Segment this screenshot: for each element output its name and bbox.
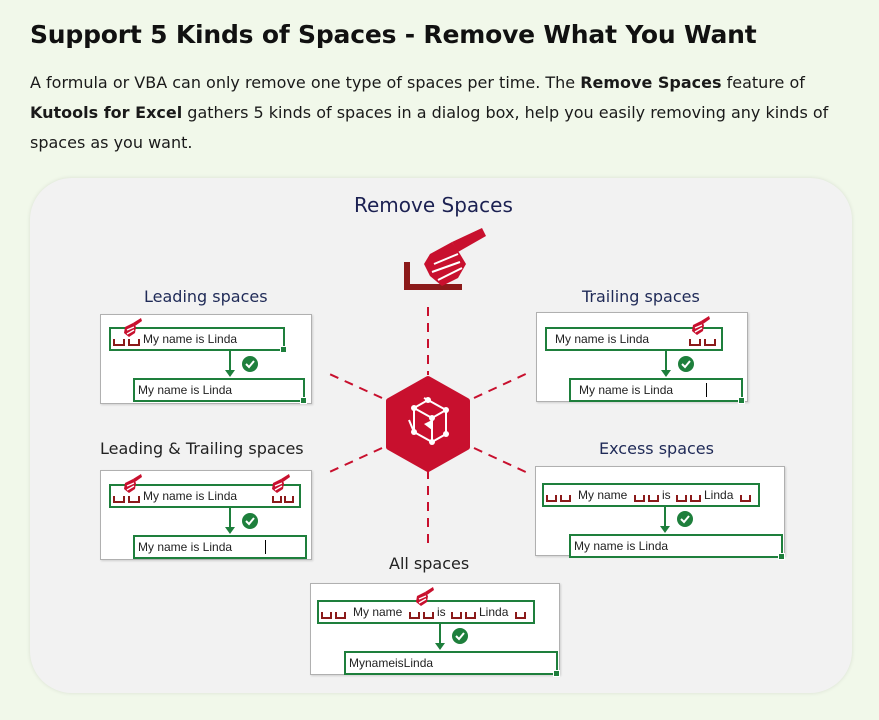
leading-trailing-spaces-label: Leading & Trailing spaces [100, 439, 304, 458]
excess-after-cell: My name is Linda [569, 534, 785, 560]
trailing-arrow-head [661, 370, 671, 377]
all-word-2: is [437, 605, 446, 619]
broom-icon [416, 587, 434, 606]
all-arrow-head [435, 643, 445, 650]
space-marker-icon [515, 612, 526, 619]
eraser-broom-icon [404, 228, 486, 290]
space-marker-icon [409, 612, 434, 619]
leading-spaces-label: Leading spaces [144, 287, 268, 306]
all-spaces-label: All spaces [389, 554, 470, 573]
connector-lower-left [324, 447, 383, 475]
space-marker-icon [689, 339, 716, 346]
leading-trailing-spaces-card: My name is Linda My name is Linda [100, 470, 312, 560]
all-word-1: My name [353, 605, 403, 619]
excess-after-text: My name is Linda [574, 539, 669, 553]
connector-lower-right [473, 447, 531, 475]
all-after-text: MynameisLinda [349, 656, 434, 670]
intro-text-2: feature of [721, 73, 805, 92]
check-icon [678, 356, 694, 372]
check-icon [242, 513, 258, 529]
space-marker-icon [321, 612, 346, 619]
excess-before-cell: My name is Linda [542, 483, 760, 507]
diagram-heading: Remove Spaces [354, 193, 513, 217]
intro-bold-product: Kutools for Excel [30, 103, 183, 122]
excess-word-1: My name [578, 488, 628, 502]
cell-fill-handle [738, 397, 745, 404]
broom-icon [692, 316, 710, 335]
broom-icon [124, 474, 142, 493]
space-marker-icon [546, 495, 571, 502]
excess-arrow-head [660, 526, 670, 533]
cell-fill-handle [300, 397, 307, 404]
all-arrow [439, 624, 441, 644]
leading-after-cell: My name is Linda [133, 378, 307, 404]
leading-trailing-before-text: My name is Linda [143, 489, 238, 503]
trailing-spaces-card: My name is Linda My name is Linda [536, 312, 748, 404]
leading-arrow [229, 351, 231, 371]
space-marker-icon [740, 495, 751, 502]
cell-fill-handle [553, 670, 560, 677]
space-marker-icon [113, 496, 140, 503]
check-icon [452, 628, 468, 644]
all-spaces-card: My name is Linda MynameisLinda [310, 583, 560, 677]
leading-trailing-before-cell: My name is Linda [109, 484, 301, 508]
text-cursor [265, 540, 266, 554]
leading-before-cell: My name is Linda [109, 327, 287, 353]
excess-spaces-card: My name is Linda My name is Linda [535, 466, 785, 560]
space-marker-icon [634, 495, 659, 502]
trailing-spaces-label: Trailing spaces [582, 287, 700, 306]
check-icon [677, 511, 693, 527]
leading-after-text: My name is Linda [138, 383, 233, 397]
connector-upper-right [473, 371, 531, 399]
connector-upper-left [324, 371, 383, 399]
cell-fill-handle [280, 346, 287, 353]
space-marker-icon [451, 612, 476, 619]
trailing-after-cell: My name is Linda [569, 378, 745, 404]
trailing-before-text: My name is Linda [555, 332, 650, 346]
intro-bold-feature: Remove Spaces [580, 73, 722, 92]
all-after-cell: MynameisLinda [344, 651, 560, 677]
intro-text-3: gathers 5 kinds of spaces in a dialog bo… [30, 103, 829, 152]
cell-fill-handle [778, 553, 785, 560]
text-cursor [706, 383, 707, 397]
excess-arrow [664, 507, 666, 527]
leading-trailing-arrow [229, 508, 231, 528]
leading-trailing-after-cell: My name is Linda [133, 535, 307, 559]
leading-arrow-head [225, 370, 235, 377]
leading-trailing-after-text: My name is Linda [138, 540, 233, 554]
space-marker-icon [272, 496, 294, 503]
intro-text-1: A formula or VBA can only remove one typ… [30, 73, 581, 92]
trailing-arrow [665, 351, 667, 371]
excess-spaces-label: Excess spaces [599, 439, 714, 458]
kutools-logo-icon [386, 376, 470, 472]
page-title: Support 5 Kinds of Spaces - Remove What … [30, 20, 757, 49]
leading-spaces-card: My name is Linda My name is Linda [100, 314, 312, 404]
broom-icon [272, 474, 290, 493]
space-marker-icon [676, 495, 701, 502]
trailing-after-text: My name is Linda [579, 383, 674, 397]
broom-icon [124, 318, 142, 337]
excess-word-3: Linda [704, 488, 734, 502]
leading-trailing-arrow-head [225, 527, 235, 534]
all-word-3: Linda [479, 605, 509, 619]
excess-word-2: is [662, 488, 671, 502]
leading-before-text: My name is Linda [143, 332, 238, 346]
intro-paragraph: A formula or VBA can only remove one typ… [30, 68, 860, 158]
space-marker-icon [113, 339, 140, 346]
check-icon [242, 356, 258, 372]
